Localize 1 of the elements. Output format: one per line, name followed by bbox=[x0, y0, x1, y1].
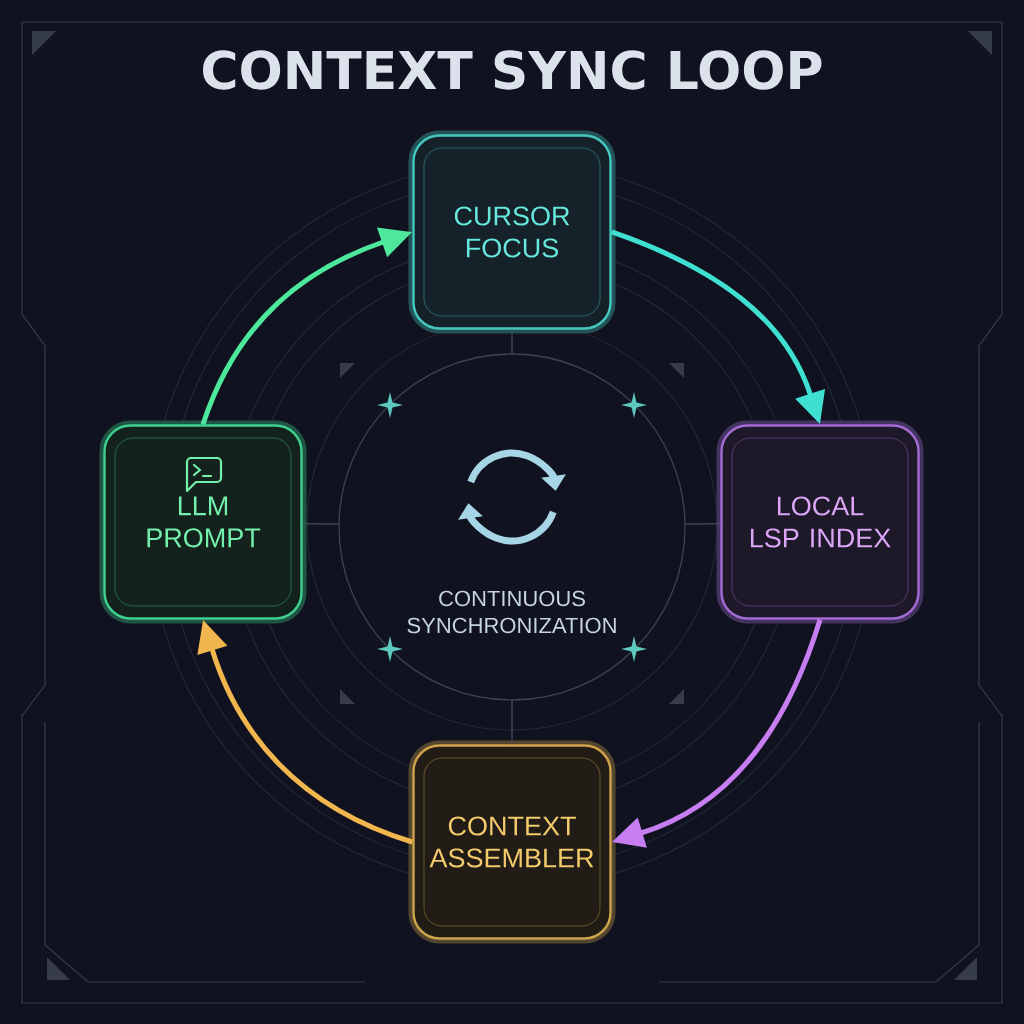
title: CONTEXT SYNC LOOP bbox=[202, 50, 822, 90]
